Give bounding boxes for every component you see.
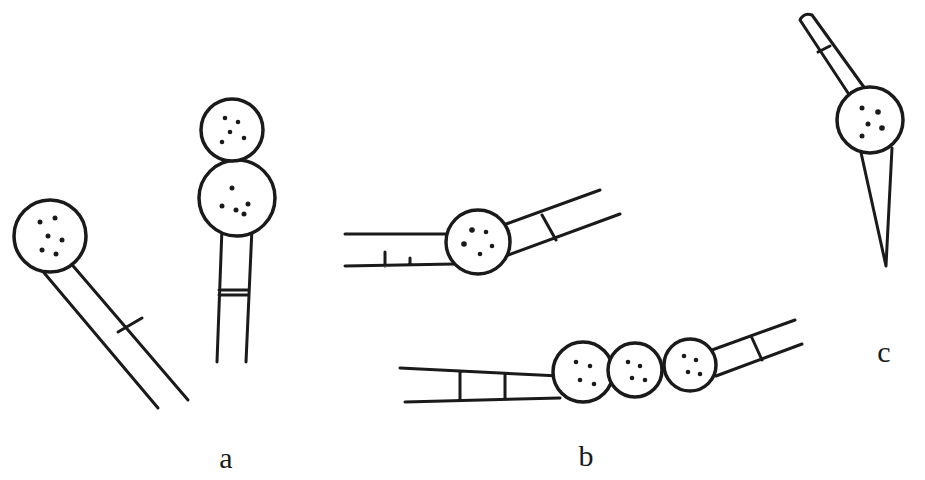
spore-dot [236, 120, 241, 125]
intercalary-spore [446, 210, 510, 274]
germ-tube [860, 148, 892, 266]
intercalary-spore [553, 342, 613, 402]
hypha [400, 320, 802, 402]
spore-dot [242, 212, 247, 217]
spore-dot [223, 116, 228, 121]
germ-tube [800, 14, 866, 96]
spore-dot [694, 358, 699, 363]
spore-dot [461, 241, 467, 247]
spore-dot [866, 122, 871, 127]
spore-dot [875, 109, 881, 115]
spore-dot [879, 125, 885, 131]
figure-label: c [877, 337, 890, 367]
germinating-spore [837, 87, 903, 153]
spore-dot [478, 252, 483, 257]
spore-dot [54, 252, 59, 257]
hypha [40, 260, 188, 408]
spore-dot [220, 204, 225, 209]
intercalary-spore [199, 160, 275, 236]
spore-dot [686, 370, 691, 375]
spore-dot [860, 134, 865, 139]
spore-dot [698, 372, 703, 377]
spore-dot [46, 234, 51, 239]
spore-dot [484, 230, 489, 235]
spore-dot [220, 140, 225, 145]
figure-label: b [579, 441, 594, 471]
spore-dot [60, 238, 65, 243]
spore-dot [242, 136, 247, 141]
spore-dot [38, 220, 43, 225]
spore-dot [592, 382, 597, 387]
spore-dot [643, 378, 648, 383]
spore-dot [469, 227, 475, 233]
spore-dot [630, 376, 635, 381]
spore-dot [230, 186, 235, 191]
terminal-spore [14, 200, 86, 272]
spore-dot [574, 360, 579, 365]
spore-dot [490, 244, 495, 249]
spore-dot [588, 364, 593, 369]
spore-dot [682, 354, 687, 359]
spore-dot [860, 106, 865, 111]
intercalary-spore [664, 339, 716, 391]
spore-dot [626, 360, 631, 365]
spore-dot [638, 364, 643, 369]
spore-dot [228, 130, 233, 135]
hypha [217, 228, 252, 362]
spore-dot [234, 208, 239, 213]
terminal-spore [201, 99, 263, 161]
spore-dot [40, 248, 45, 253]
spore-dot [246, 202, 251, 207]
spore-dot [53, 216, 58, 221]
intercalary-spore [608, 343, 662, 397]
figure-label: a [219, 443, 232, 473]
spore-dot [578, 378, 583, 383]
